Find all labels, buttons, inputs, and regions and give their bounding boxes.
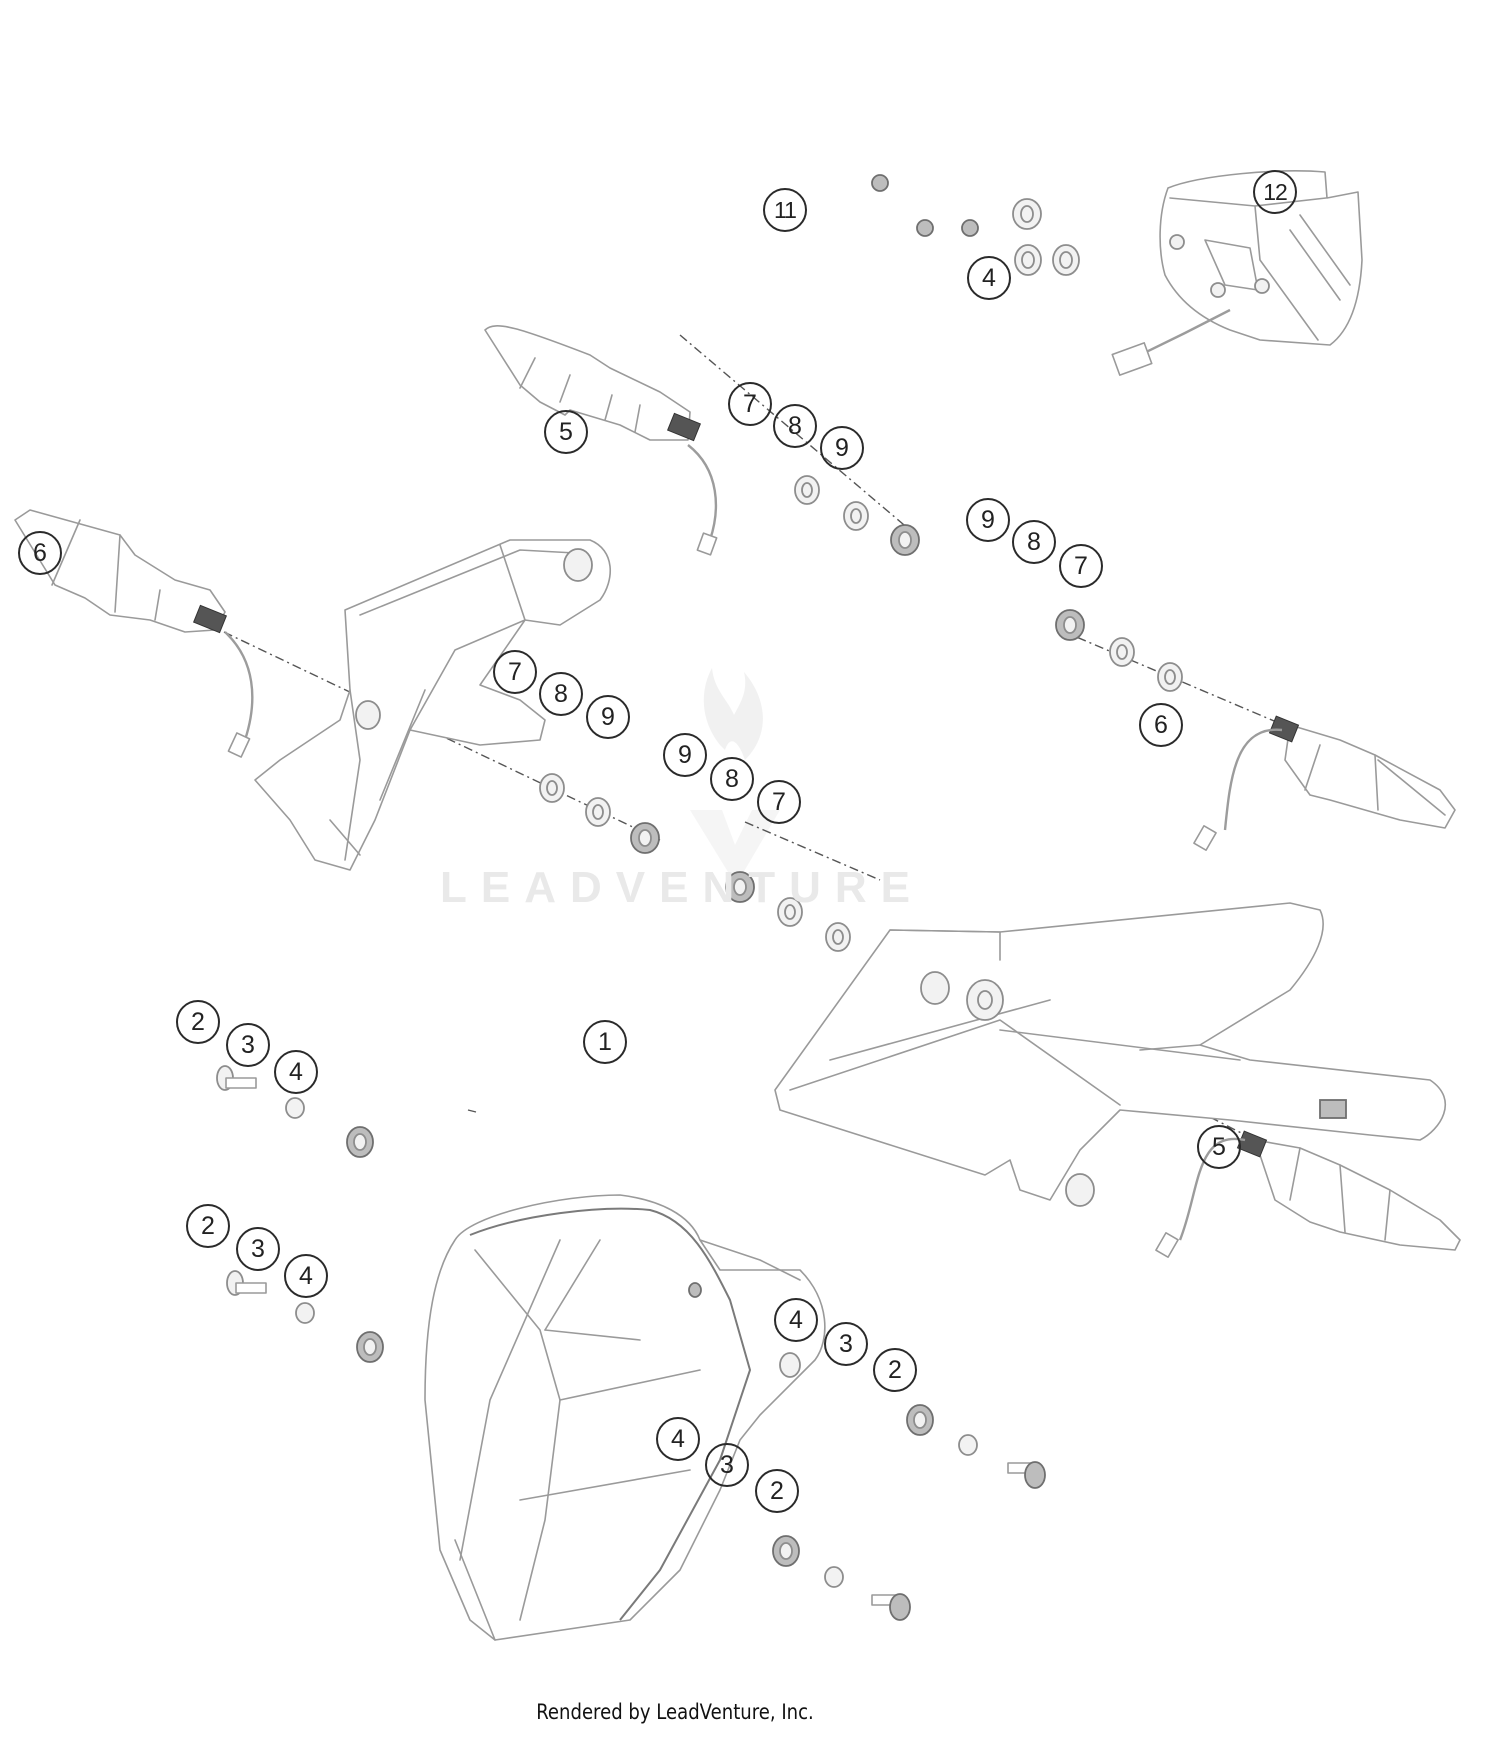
part-callout-3[interactable]: 3 (824, 1322, 868, 1366)
part-callout-9[interactable]: 9 (820, 426, 864, 470)
part-callout-4[interactable]: 4 (656, 1417, 700, 1461)
part-callout-9[interactable]: 9 (663, 733, 707, 777)
part-callout-5[interactable]: 5 (544, 410, 588, 454)
part-callout-2[interactable]: 2 (186, 1204, 230, 1248)
part-callout-7[interactable]: 7 (493, 650, 537, 694)
part-callout-3[interactable]: 3 (705, 1443, 749, 1487)
headlight-part[interactable] (424, 1194, 826, 1641)
bushing-3-right-upper[interactable] (958, 1434, 978, 1456)
watermark-logo-icon (690, 668, 780, 885)
part-callout-4[interactable]: 4 (774, 1298, 818, 1342)
bushing-3-left-upper[interactable] (285, 1097, 305, 1119)
lockwasher-8-right-hardware[interactable] (1109, 637, 1135, 667)
part-callout-8[interactable]: 8 (773, 404, 817, 448)
nut-11-hardware[interactable] (871, 174, 1042, 237)
bushing-3-left-lower[interactable] (295, 1302, 315, 1324)
grommet-4-right-upper[interactable] (906, 1404, 934, 1436)
screw-2-right-upper[interactable] (1007, 1461, 1046, 1489)
part-callout-8[interactable]: 8 (710, 757, 754, 801)
part-callout-8[interactable]: 8 (539, 672, 583, 716)
screw-2-left-upper[interactable] (216, 1065, 257, 1091)
part-callout-3[interactable]: 3 (236, 1227, 280, 1271)
part-callout-2[interactable]: 2 (873, 1348, 917, 1392)
washer-7-top-hardware[interactable] (794, 475, 820, 505)
nut-9-top-hardware[interactable] (890, 524, 920, 556)
part-callout-8[interactable]: 8 (1012, 520, 1056, 564)
part-callout-7[interactable]: 7 (757, 780, 801, 824)
part-callout-2[interactable]: 2 (755, 1469, 799, 1513)
nut-9-center-hardware[interactable] (725, 871, 755, 903)
part-callout-4[interactable]: 4 (284, 1254, 328, 1298)
washer-7-center-hardware[interactable] (825, 922, 851, 952)
part-callout-4[interactable]: 4 (967, 256, 1011, 300)
part-callout-6[interactable]: 6 (18, 531, 62, 575)
render-credit-footer: Rendered by LeadVenture, Inc. (536, 1700, 814, 1724)
grommet-4-left-upper[interactable] (346, 1126, 374, 1158)
part-callout-11[interactable]: 11 (763, 188, 807, 232)
turn-signal-6-left[interactable] (14, 509, 254, 758)
tail-light-part[interactable] (1111, 170, 1363, 376)
part-callout-7[interactable]: 7 (1059, 544, 1103, 588)
grommet-4-tail-hardware[interactable] (1014, 244, 1080, 276)
part-callout-1[interactable]: 1 (583, 1020, 627, 1064)
nut-9-right-hardware[interactable] (1055, 609, 1085, 641)
part-callout-5[interactable]: 5 (1197, 1125, 1241, 1169)
washer-7-left-hardware[interactable] (539, 773, 565, 803)
lockwasher-8-center-hardware[interactable] (777, 897, 803, 927)
bushing-3-right-lower[interactable] (824, 1566, 844, 1588)
screw-2-right-lower[interactable] (871, 1593, 911, 1621)
grommet-4-left-lower[interactable] (356, 1331, 384, 1363)
part-callout-3[interactable]: 3 (226, 1023, 270, 1067)
part-callout-12[interactable]: 12 (1253, 170, 1297, 214)
left-mounting-bracket-part[interactable] (254, 539, 611, 871)
right-mounting-bracket-part[interactable] (774, 902, 1446, 1207)
part-callout-9[interactable]: 9 (586, 695, 630, 739)
screw-2-left-lower[interactable] (226, 1270, 267, 1296)
part-callout-7[interactable]: 7 (728, 382, 772, 426)
grommet-4-right-lower[interactable] (772, 1535, 800, 1567)
turn-signal-5-top[interactable] (484, 325, 718, 556)
nut-9-left-hardware[interactable] (630, 822, 660, 854)
turn-signal-5-bottom[interactable] (1155, 1130, 1461, 1258)
part-callout-4[interactable]: 4 (274, 1050, 318, 1094)
turn-signal-6-right[interactable] (1193, 715, 1456, 851)
part-callout-6[interactable]: 6 (1139, 703, 1183, 747)
lockwasher-8-top-hardware[interactable] (843, 501, 869, 531)
part-callout-9[interactable]: 9 (966, 498, 1010, 542)
lockwasher-8-left-hardware[interactable] (585, 797, 611, 827)
part-callout-2[interactable]: 2 (176, 1000, 220, 1044)
washer-7-right-hardware[interactable] (1157, 662, 1183, 692)
